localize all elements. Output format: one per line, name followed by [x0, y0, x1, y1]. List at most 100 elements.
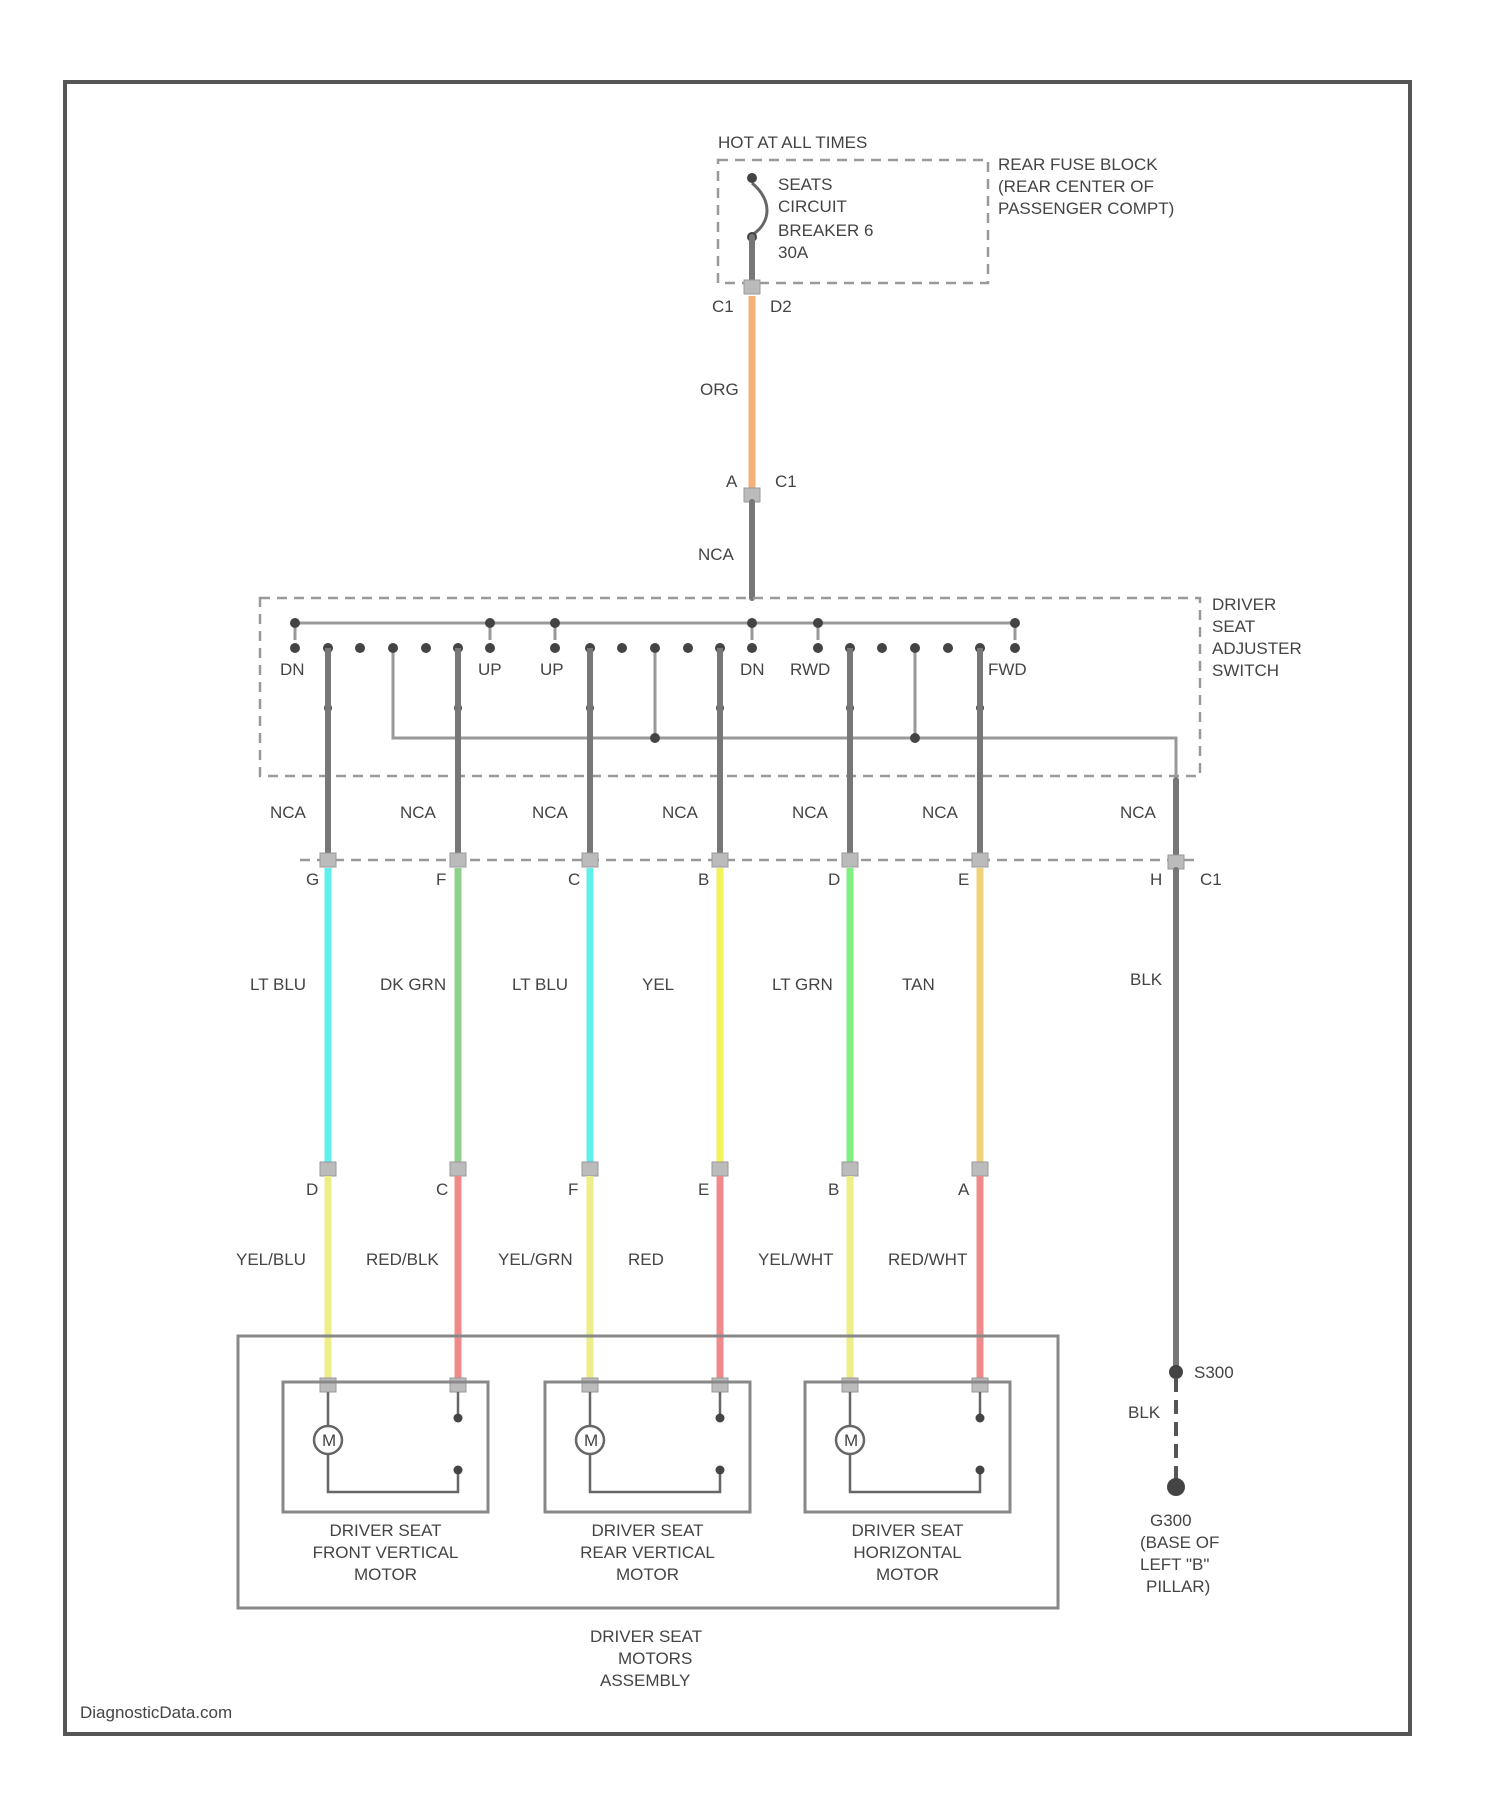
motor-term-a-2 — [976, 1414, 985, 1423]
motor-symbol-label-2: M — [844, 1431, 858, 1450]
fuse-block-label-2: (REAR CENTER OF — [998, 177, 1154, 196]
motor-lead-bottom-0 — [328, 1454, 458, 1492]
switch-ground-node-2 — [650, 733, 660, 743]
output-lower-label-2: YEL/GRN — [498, 1250, 573, 1269]
switch-pos-up-2: UP — [540, 660, 564, 679]
motor-input-pin-1 — [450, 1378, 466, 1392]
output-pin2-label-0: D — [306, 1180, 318, 1199]
output-pin-label-4: D — [828, 870, 840, 889]
motor-input-pin-5 — [972, 1378, 988, 1392]
output-pin2-5 — [972, 1162, 988, 1176]
motor-symbol-label-0: M — [322, 1431, 336, 1450]
motor-input-pin-4 — [842, 1378, 858, 1392]
breaker-label-1: SEATS — [778, 175, 832, 194]
output-pin-label-3: B — [698, 870, 709, 889]
splice-s300 — [1169, 1365, 1183, 1379]
contact-dot-20 — [1010, 643, 1020, 653]
feed-node-3 — [747, 618, 757, 628]
output-pin2-2 — [582, 1162, 598, 1176]
output-pin2-label-4: B — [828, 1180, 839, 1199]
switch-pos-dn-1: DN — [280, 660, 305, 679]
motor-name-2-1: HORIZONTAL — [853, 1543, 961, 1562]
output-pin-1 — [450, 853, 466, 867]
motor-name-0-2: MOTOR — [354, 1565, 417, 1584]
connector-c1-label: C1 — [712, 297, 734, 316]
contact-dot-17 — [910, 643, 920, 653]
ground-wire-blk2-label: BLK — [1128, 1403, 1161, 1422]
fuse-block-label-3: PASSENGER COMPT) — [998, 199, 1174, 218]
motor-term-b-0 — [454, 1466, 463, 1475]
connector-a-name-label: C1 — [775, 472, 797, 491]
output-pin2-1 — [450, 1162, 466, 1176]
connector-c1-d2-pin — [744, 280, 760, 294]
output-lower-label-4: YEL/WHT — [758, 1250, 834, 1269]
output-wire-label-0: LT BLU — [250, 975, 306, 994]
motor-name-0-0: DRIVER SEAT — [329, 1521, 441, 1540]
output-pin2-label-3: E — [698, 1180, 709, 1199]
contact-dot-6 — [485, 643, 495, 653]
contact-dot-10 — [650, 643, 660, 653]
contact-dot-9 — [617, 643, 627, 653]
ground-label-2: (BASE OF — [1140, 1533, 1219, 1552]
switch-name-2: SEAT — [1212, 617, 1255, 636]
motor-units: MDRIVER SEATFRONT VERTICALMOTORMDRIVER S… — [283, 1382, 1010, 1584]
seat-switch-outline — [260, 598, 1200, 776]
circuit-breaker-symbol — [752, 183, 767, 235]
ground-point-g300 — [1167, 1478, 1185, 1496]
breaker-label-3: BREAKER 6 — [778, 221, 873, 240]
output-nca-label-2: NCA — [532, 803, 569, 822]
output-lower-label-3: RED — [628, 1250, 664, 1269]
contact-dot-2 — [355, 643, 365, 653]
ground-label-1: G300 — [1150, 1511, 1192, 1530]
output-pin2-0 — [320, 1162, 336, 1176]
motor-lead-bottom-2 — [850, 1454, 980, 1492]
output-wire-label-2: LT BLU — [512, 975, 568, 994]
output-pin-label-5: E — [958, 870, 969, 889]
output-nca-label-1: NCA — [400, 803, 437, 822]
output-lower-label-0: YEL/BLU — [236, 1250, 306, 1269]
output-pin2-label-1: C — [436, 1180, 448, 1199]
contact-dot-7 — [550, 643, 560, 653]
motor-name-2-2: MOTOR — [876, 1565, 939, 1584]
output-pin2-label-2: F — [568, 1180, 578, 1199]
switch-name-3: ADJUSTER — [1212, 639, 1302, 658]
switch-pos-dn-2: DN — [740, 660, 765, 679]
switch-pos-rwd: RWD — [790, 660, 830, 679]
motor-name-0-1: FRONT VERTICAL — [313, 1543, 459, 1562]
switch-name-1: DRIVER — [1212, 595, 1276, 614]
motor-term-a-0 — [454, 1414, 463, 1423]
assembly-label-1: DRIVER SEAT — [590, 1627, 702, 1646]
connector-d2-label: D2 — [770, 297, 792, 316]
contact-dot-3 — [388, 643, 398, 653]
feed-node-2 — [550, 618, 560, 628]
motor-symbol-label-1: M — [584, 1431, 598, 1450]
contact-dot-18 — [943, 643, 953, 653]
output-lower-label-5: RED/WHT — [888, 1250, 967, 1269]
feed-node-5 — [1010, 618, 1020, 628]
switch-pos-fwd: FWD — [988, 660, 1027, 679]
hot-at-all-times-label: HOT AT ALL TIMES — [718, 133, 867, 152]
feed-node-1 — [485, 618, 495, 628]
switch-name-4: SWITCH — [1212, 661, 1279, 680]
output-pin2-label-5: A — [958, 1180, 970, 1199]
ground-label-4: PILLAR) — [1146, 1577, 1210, 1596]
breaker-label-2: CIRCUIT — [778, 197, 847, 216]
motor-input-pin-0 — [320, 1378, 336, 1392]
assembly-label-3: ASSEMBLY — [600, 1671, 690, 1690]
motor-term-b-1 — [716, 1466, 725, 1475]
connector-c1-switch-label: C1 — [1200, 870, 1222, 889]
output-wire-label-1: DK GRN — [380, 975, 446, 994]
output-pin-4 — [842, 853, 858, 867]
connector-a-pin-label: A — [726, 472, 738, 491]
contact-dot-14 — [813, 643, 823, 653]
output-pin-label-1: F — [436, 870, 446, 889]
ground-pin-label: H — [1150, 870, 1162, 889]
output-nca-label-4: NCA — [792, 803, 829, 822]
switch-ground-node-3 — [910, 733, 920, 743]
output-pin-2 — [582, 853, 598, 867]
output-pin-5 — [972, 853, 988, 867]
output-nca-label-0: NCA — [270, 803, 307, 822]
output-pin-label-2: C — [568, 870, 580, 889]
